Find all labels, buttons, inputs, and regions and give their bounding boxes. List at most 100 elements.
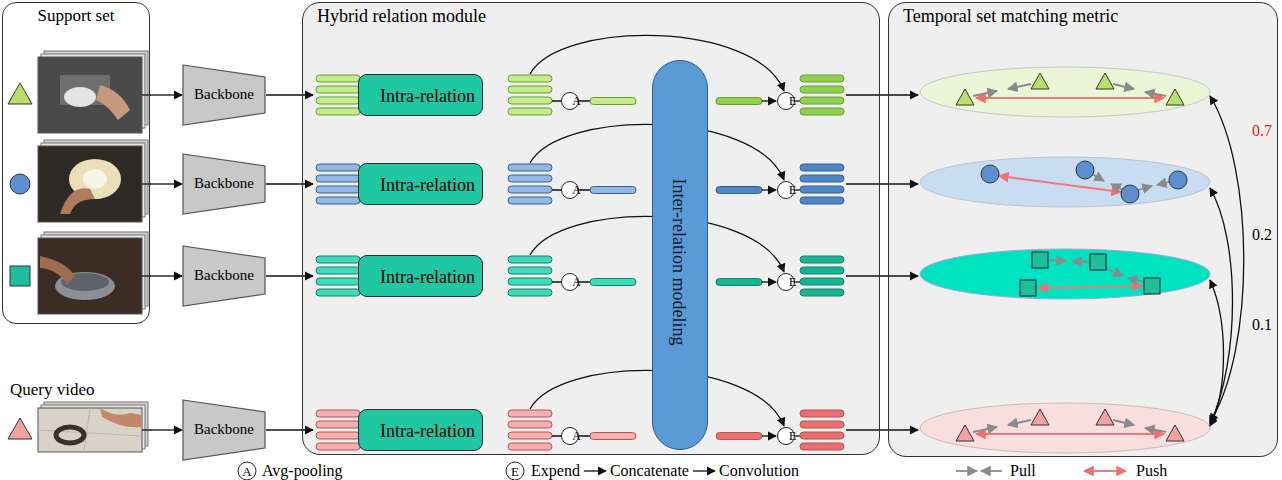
node-text: Intra-relation [366, 172, 475, 196]
svg-rect [38, 146, 142, 222]
svg-rect [38, 408, 142, 452]
node-text: Intra-relation [366, 83, 475, 107]
svg-line [846, 94, 918, 95]
backbone-trapezoid: Backbone [182, 64, 266, 126]
legend-text: Push [1136, 462, 1167, 480]
legend-circle [238, 462, 256, 480]
svg-use [316, 75, 360, 115]
svg-rect [590, 98, 636, 105]
svg-ellipse [920, 249, 1210, 299]
svg-rect [38, 57, 142, 133]
svg-use [1166, 425, 1184, 441]
svg-line [266, 183, 313, 184]
svg-path [100, 408, 142, 427]
avg-pool-circle: A [561, 427, 579, 445]
svg-line [1049, 260, 1066, 261]
node-text: Backbone [194, 421, 254, 438]
expand-circle: E [777, 273, 795, 291]
node-text: Backbone [194, 175, 254, 192]
node-text: E [775, 428, 796, 443]
svg-line [1157, 182, 1169, 185]
inter-relation-box: Inter-relation modeling [652, 60, 708, 450]
svg-use [956, 89, 974, 105]
support-video-1 [8, 51, 151, 133]
svg-circle [1169, 171, 1187, 189]
svg-line [762, 435, 776, 436]
svg-rect [590, 187, 636, 194]
svg-line [1138, 186, 1152, 190]
support-video-2 [10, 140, 151, 222]
svg-use [508, 164, 552, 204]
svg-use [1096, 409, 1114, 425]
set-ellipse-3 [920, 249, 1210, 299]
pull-sample [981, 470, 1002, 472]
svg-path [8, 418, 32, 439]
svg-use [508, 75, 552, 115]
svg-use [1020, 280, 1036, 296]
svg-use [1144, 278, 1160, 294]
legend-circle [506, 462, 524, 480]
svg-line [976, 433, 1164, 435]
node-text: Intra-relation [366, 264, 475, 288]
input-arrow [150, 275, 182, 276]
avg-pool-circle: A [561, 181, 579, 199]
legend-letter: A [242, 465, 251, 478]
svg-line [1105, 268, 1123, 276]
svg-ellipse [56, 427, 84, 443]
similarity-score: 0.2 [1250, 226, 1274, 244]
legend-text: Avg-pooling [262, 462, 343, 480]
svg-line [266, 429, 313, 430]
node-text: Intra-relation [366, 418, 475, 442]
input-arrow [150, 94, 182, 95]
node-text: A [558, 93, 580, 108]
query-video-box: Query video [2, 380, 150, 458]
svg-line [84, 408, 90, 452]
svg-line [1092, 174, 1104, 181]
svg-line [846, 183, 918, 184]
svg-use [800, 75, 844, 115]
module-panel: Hybrid relation moduleIntra-relationIntr… [302, 2, 880, 455]
svg-line [266, 275, 313, 276]
svg-use [508, 410, 552, 450]
trapezoid-outline [183, 65, 265, 125]
svg-use [316, 256, 360, 296]
svg-ellipse [920, 157, 1210, 207]
svg-rect [716, 279, 762, 286]
similarity-score: 0.7 [1250, 122, 1274, 140]
legend-text: Pull [1010, 462, 1036, 480]
svg-line [973, 91, 997, 96]
backbone-trapezoid: Backbone [182, 245, 266, 307]
svg-circle [981, 165, 999, 183]
svg-use [1031, 73, 1049, 89]
svg-line [1128, 278, 1144, 282]
svg-line [1145, 428, 1166, 432]
expand-circle: E [777, 92, 795, 110]
svg-line [846, 429, 918, 430]
legend-step: Convolution [719, 462, 799, 480]
intra-relation-box: Intra-relation [358, 74, 483, 116]
feature-row-3 [266, 216, 918, 296]
input-arrow [150, 429, 182, 430]
node-text: E [775, 93, 796, 108]
svg-line [973, 427, 997, 432]
svg-line [976, 97, 1164, 99]
node-text: Temporal set matching metric [889, 3, 1277, 27]
svg-line [762, 100, 776, 101]
node-text: A [558, 274, 580, 289]
svg-use [1090, 254, 1106, 270]
svg-line [266, 94, 313, 95]
svg-ellipse [920, 67, 1210, 117]
svg-circle [10, 174, 30, 194]
query-video [8, 402, 151, 452]
feature-row-4 [266, 370, 918, 450]
svg-circle [1121, 185, 1139, 203]
node-text: Backbone [194, 86, 254, 103]
svg-ellipse [64, 87, 96, 107]
legend-step: Concatenate [610, 462, 689, 480]
svg-line [1008, 84, 1031, 89]
svg-use [1166, 89, 1184, 105]
svg-line [1008, 420, 1031, 425]
svg-line [762, 189, 776, 190]
node-text: E [775, 182, 796, 197]
trapezoid-outline [183, 154, 265, 214]
